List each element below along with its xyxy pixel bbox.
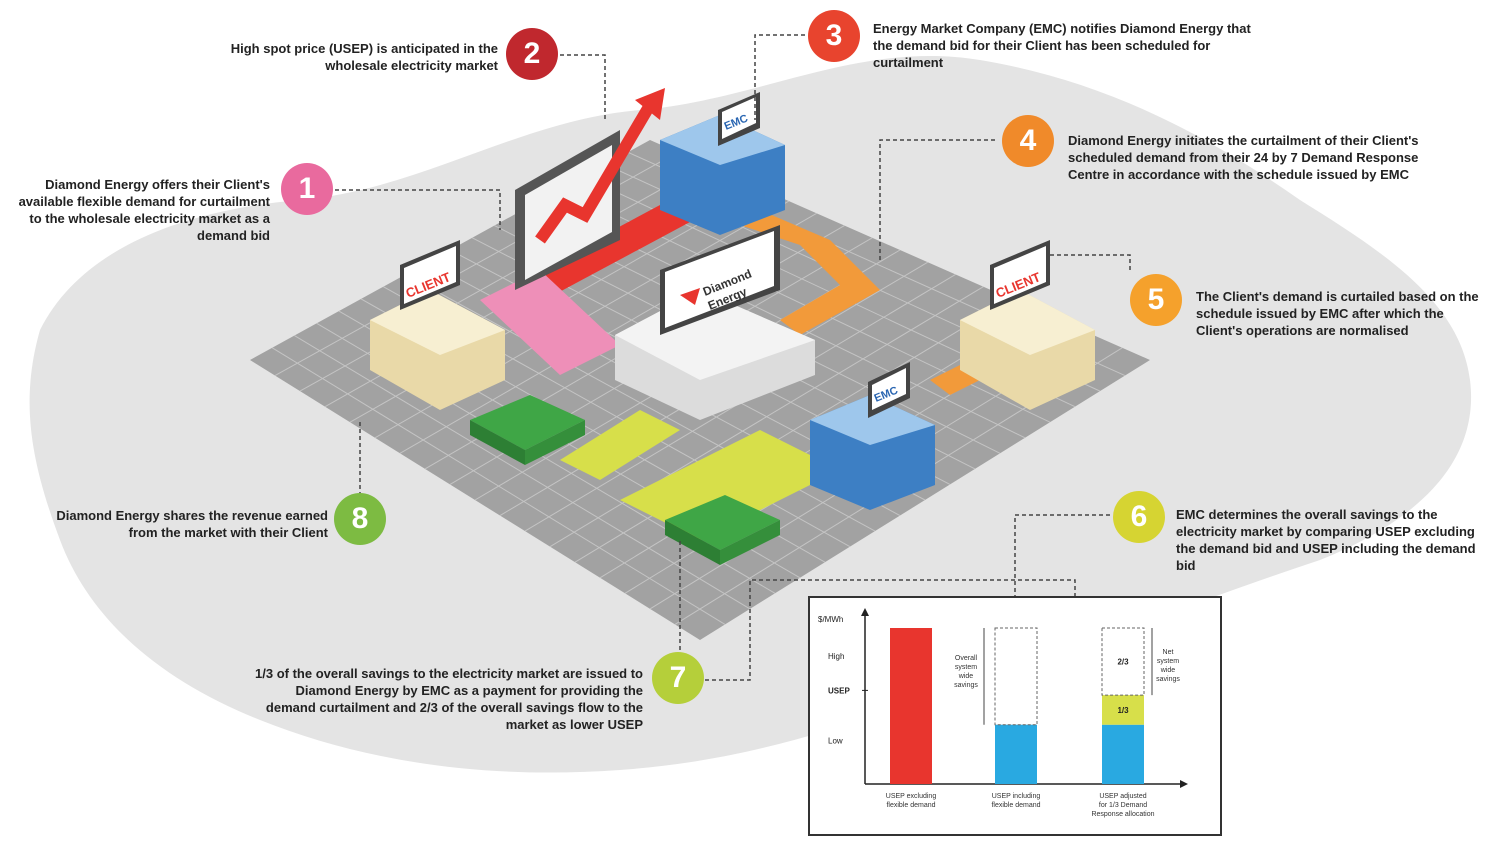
path-red [520, 205, 690, 297]
step-6-text: EMC determines the overall savings to th… [1176, 507, 1476, 573]
client-factory-left [370, 240, 505, 410]
price-screen [515, 88, 665, 290]
step-8-circle: 8 [334, 493, 386, 545]
step-6-circle: 6 [1113, 491, 1165, 543]
emc-building-top [660, 92, 785, 235]
step-5-circle: 5 [1130, 274, 1182, 326]
bar-usep-excluding [890, 628, 932, 784]
step-3-circle: 3 [808, 10, 860, 62]
y-axis-arrow [861, 608, 869, 616]
step-4-circle: 4 [1002, 115, 1054, 167]
step-4-text: Diamond Energy initiates the curtailment… [1068, 133, 1419, 182]
step-1-text: Diamond Energy offers their Client's ava… [18, 177, 270, 243]
diamond-energy-building [615, 225, 815, 420]
step-7-circle: 7 [652, 652, 704, 704]
step-1-circle: 1 [281, 163, 333, 215]
bar-usep-adjusted-allocation [1102, 695, 1144, 725]
path-pink [480, 270, 620, 375]
client-factory-right [960, 240, 1095, 410]
money-stack-left [470, 395, 585, 465]
bar-usep-adjusted-base [1102, 724, 1144, 784]
emc-building-bottom [810, 362, 935, 510]
y-axis-label: $/MWh [818, 615, 843, 624]
y-tick-label: USEP [828, 686, 850, 695]
path-yellow-green [560, 410, 840, 540]
top-segment-label: 2/3 [1117, 658, 1129, 667]
dashed-connectors [335, 34, 1131, 713]
step-3-text: Energy Market Company (EMC) notifies Dia… [873, 21, 1251, 70]
allocation-label: 1/3 [1117, 706, 1129, 715]
overall-savings-outline [994, 627, 1038, 726]
step-7-text: 1/3 of the overall savings to the electr… [255, 666, 643, 732]
x-axis-arrow [1180, 780, 1188, 788]
step-5-text: The Client's demand is curtailed based o… [1196, 289, 1479, 338]
y-tick-label: Low [828, 736, 843, 745]
net-savings-outline [1101, 627, 1145, 696]
bar-usep-including [995, 724, 1037, 784]
money-stack-bottom [665, 495, 780, 565]
step-2-text: High spot price (USEP) is anticipated in… [230, 41, 498, 73]
y-tick-label: High [828, 652, 844, 661]
step-8-text: Diamond Energy shares the revenue earned… [56, 508, 328, 540]
step-2-circle: 2 [506, 28, 558, 80]
